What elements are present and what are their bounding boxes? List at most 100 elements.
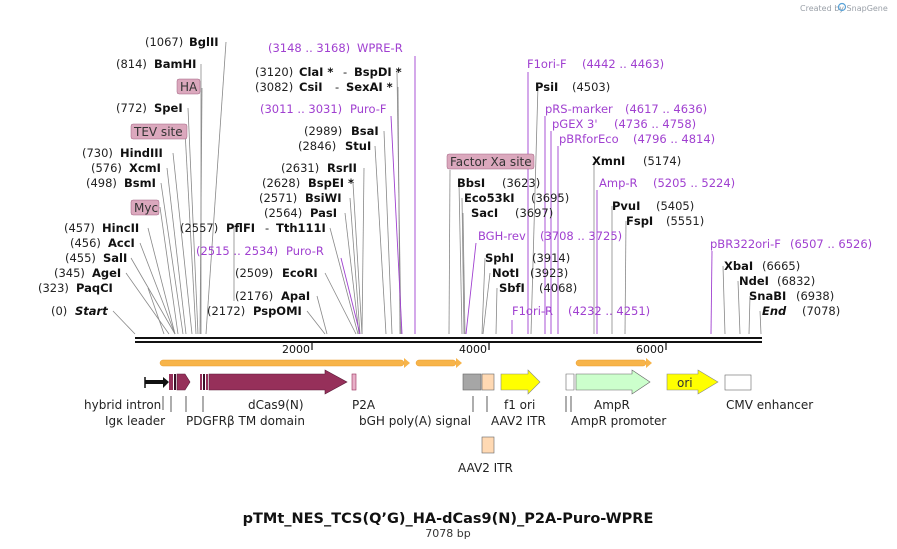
feature-label-p2a: P2A <box>352 398 376 412</box>
site-name-ndei: NdeI <box>739 274 769 288</box>
primer-connectors <box>340 56 713 335</box>
box-label-tev-site: TEV site <box>133 125 183 139</box>
feature-label-hybrid-intron: hybrid intron <box>84 398 161 412</box>
site-name-clai: ClaI * <box>299 65 333 79</box>
site-connectors <box>112 41 762 335</box>
scale-label-4000: 4000 <box>459 343 487 356</box>
plasmid-title: pTMt_NES_TCS(Q’G)_HA-dCas9(N)_P2A-Puro-W… <box>243 511 654 527</box>
site-name-acci: AccI <box>108 236 135 250</box>
site-name-bspdi: BspDI * <box>354 65 402 79</box>
primer-pos-wpre-r: (3148 .. 3168) <box>268 41 350 55</box>
mid-site-labels: (3148 .. 3168) WPRE-R (3120) ClaI * - Bs… <box>180 41 403 318</box>
plasmid-size: 7078 bp <box>425 527 470 540</box>
primer-pos-puro-f: (3011 .. 3031) <box>260 102 342 116</box>
site-pos-bspei: (2628) <box>262 176 300 190</box>
ha-box <box>176 78 201 95</box>
site-pos-paqci: (323) <box>38 281 69 295</box>
site-name-pvui: PvuI <box>612 199 640 213</box>
aav2-itr-feature <box>481 373 495 391</box>
site-pos-fspi: (5551) <box>666 214 704 228</box>
site-name-bamhi: BamHI <box>154 57 196 71</box>
site-pos-spei: (772) <box>116 101 147 115</box>
site-name-spei: SpeI <box>154 101 183 115</box>
site-name-paqci: PaqCI <box>76 281 113 295</box>
myc-box <box>130 199 160 216</box>
site-pos-sbfi: (4068) <box>539 281 577 295</box>
primer-pos-prs-marker: (4617 .. 4636) <box>625 102 707 116</box>
site-pos-bsiwi: (2571) <box>259 191 297 205</box>
site-name-bsiwi: BsiWI <box>305 191 342 205</box>
primer-name-puro-r: Puro-R <box>286 244 324 258</box>
ha-tag-arrow <box>176 373 191 391</box>
site-name-xbai: XbaI <box>724 259 753 273</box>
site-sep-pflfi: - <box>265 221 269 235</box>
site-name-ecori: EcoRI <box>282 266 318 280</box>
tev-site-box <box>130 123 188 140</box>
site-pos-apai: (2176) <box>235 289 273 303</box>
aav2-itr-feature-2 <box>481 436 495 454</box>
primer-pos-f1ori-r: (4232 .. 4251) <box>568 304 650 318</box>
site-pos-eco53ki: (3695) <box>531 191 569 205</box>
primer-name-amp-r: Amp-R <box>599 176 638 190</box>
site-name-fspi: FspI <box>626 214 653 228</box>
cmv-enhancer-feature <box>724 374 752 391</box>
site-pos-stui: (2846) <box>298 139 336 153</box>
site-name-start: Start <box>75 304 108 318</box>
p2a-feature <box>351 373 357 391</box>
site-name-xcmi: XcmI <box>129 161 161 175</box>
feature-label-pdgfr-tm: PDGFRβ TM domain <box>186 414 305 428</box>
feature-label-dcas9: dCas9(N) <box>248 398 304 412</box>
site-name-sphi: SphI <box>485 251 514 265</box>
site-sep-csii: - <box>335 80 339 94</box>
site-name-sexai: SexAI * <box>346 80 393 94</box>
primer-pos-pgex3: (4736 .. 4758) <box>614 117 696 131</box>
site-name-agei: AgeI <box>92 266 121 280</box>
site-pos-ndei: (6832) <box>777 274 815 288</box>
factor-xa-box <box>446 153 535 170</box>
site-name-noti: NotI <box>492 266 519 280</box>
primer-pos-pbrforeco: (4796 .. 4814) <box>633 132 715 146</box>
site-pos-csii: (3082) <box>255 80 293 94</box>
site-name-psii: PsiI <box>535 80 558 94</box>
feature-label-cmv-enhancer: CMV enhancer <box>726 398 813 412</box>
feature-label-igk-leader: Igκ leader <box>105 414 165 428</box>
ampr-arrow <box>575 369 651 395</box>
site-pos-agei: (345) <box>54 266 85 280</box>
site-name-pflfi: PflFI <box>226 221 255 235</box>
site-pos-rsrii: (2631) <box>281 161 319 175</box>
site-pos-bsmi: (498) <box>86 176 117 190</box>
feature-label-ampr-promoter: AmpR promoter <box>571 414 666 428</box>
site-name-end: End <box>762 304 787 318</box>
primer-name-prs-marker: pRS-marker <box>545 102 613 116</box>
site-sep-clai: - <box>343 65 347 79</box>
feature-label-aav2-itr: AAV2 ITR <box>491 414 546 428</box>
site-pos-bamhi: (814) <box>116 57 147 71</box>
site-pos-saci: (3697) <box>515 206 553 220</box>
site-name-stui: StuI <box>345 139 371 153</box>
feature-track: ori <box>144 369 752 454</box>
site-name-bglii: BglII <box>189 35 219 49</box>
primer-pos-puro-r: (2515 .. 2534) <box>196 244 278 258</box>
site-pos-sali: (455) <box>65 251 96 265</box>
box-label-ha: HA <box>180 80 198 94</box>
site-name-bbsi: BbsI <box>457 176 485 190</box>
primer-name-puro-f: Puro-F <box>350 102 387 116</box>
feature-label-f1-ori: f1 ori <box>504 398 535 412</box>
primer-name-pbrforeco: pBRforEco <box>559 132 619 146</box>
site-pos-pflfi: (2557) <box>180 221 218 235</box>
box-label-myc: Myc <box>134 201 158 215</box>
site-pos-hindiii: (730) <box>82 146 113 160</box>
site-name-rsrii: RsrII <box>327 161 357 175</box>
site-name-snabi: SnaBI <box>749 289 786 303</box>
site-name-bspei: BspEI * <box>308 176 354 190</box>
site-pos-pasi: (2564) <box>264 206 302 220</box>
f1-ori-arrow <box>500 369 541 395</box>
site-pos-xbai: (6665) <box>762 259 800 273</box>
site-name-pspomi: PspOMI <box>253 304 302 318</box>
site-name-hindiii: HindIII <box>120 146 163 160</box>
site-name-sali: SalI <box>103 251 127 265</box>
site-pos-hincii: (457) <box>64 221 95 235</box>
site-name-bsai: BsaI <box>351 124 379 138</box>
primer-pos-bgh-rev: (3708 .. 3725) <box>540 229 622 243</box>
ori-label: ori <box>677 376 693 390</box>
